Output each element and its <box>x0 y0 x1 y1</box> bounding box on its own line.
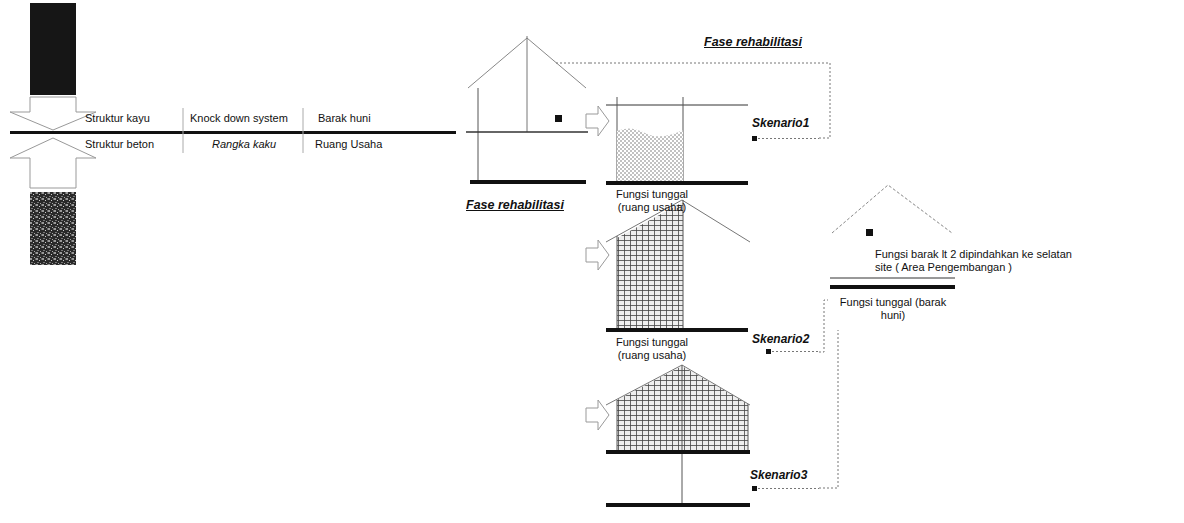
dashed-connector <box>819 300 828 352</box>
column-label: Struktur beton <box>85 138 154 150</box>
scenario-label: Skenario1 <box>752 116 809 130</box>
down-arrow <box>10 97 96 130</box>
column-label: Struktur kayu <box>85 112 150 124</box>
phase-heading: Fase rehabilitasi <box>704 35 802 49</box>
column-label: Knock down system <box>190 112 288 124</box>
column-label: Rangka kaku <box>212 138 276 150</box>
dashed-connector <box>590 63 830 138</box>
house-drawing <box>830 185 955 289</box>
caption: Fungsi tunggal (ruang usaha) <box>604 188 700 214</box>
house-drawing <box>466 36 590 184</box>
column-separator <box>183 108 184 153</box>
concrete-block <box>30 192 76 265</box>
timber-block <box>30 3 76 95</box>
scenario-node: Fungsi tunggal (ruang usaha) Skenario2 <box>604 198 819 364</box>
caption: Fungsi tunggal (ruang usaha) <box>604 336 700 362</box>
scenario-label: Skenario3 <box>750 468 807 482</box>
phase-heading: Fase rehabilitasi <box>466 198 564 212</box>
column-separator <box>303 108 304 153</box>
scenario-node: Fungsi tunggal (ruang usaha) Skenario1 <box>604 94 819 218</box>
dashed-connector <box>819 330 838 488</box>
scenario-node: Skenario3 <box>604 362 819 508</box>
scenario-drawing <box>586 200 819 354</box>
scenario-label: Skenario2 <box>752 332 809 346</box>
column-label: Ruang Usaha <box>315 138 382 150</box>
scenario-drawing <box>586 97 819 185</box>
scenario-drawing <box>586 365 819 507</box>
caption: Fungsi tunggal (barak huni) <box>838 296 948 322</box>
house-node: Fungsi barak lt 2 dipindahkan ke selatan… <box>828 182 1113 330</box>
house-node: Fase rehabilitasi <box>464 34 590 218</box>
up-arrow <box>10 138 96 188</box>
column-label: Barak huni <box>318 112 371 124</box>
divider-line <box>10 131 456 134</box>
note: Fungsi barak lt 2 dipindahkan ke selatan… <box>875 248 1075 274</box>
